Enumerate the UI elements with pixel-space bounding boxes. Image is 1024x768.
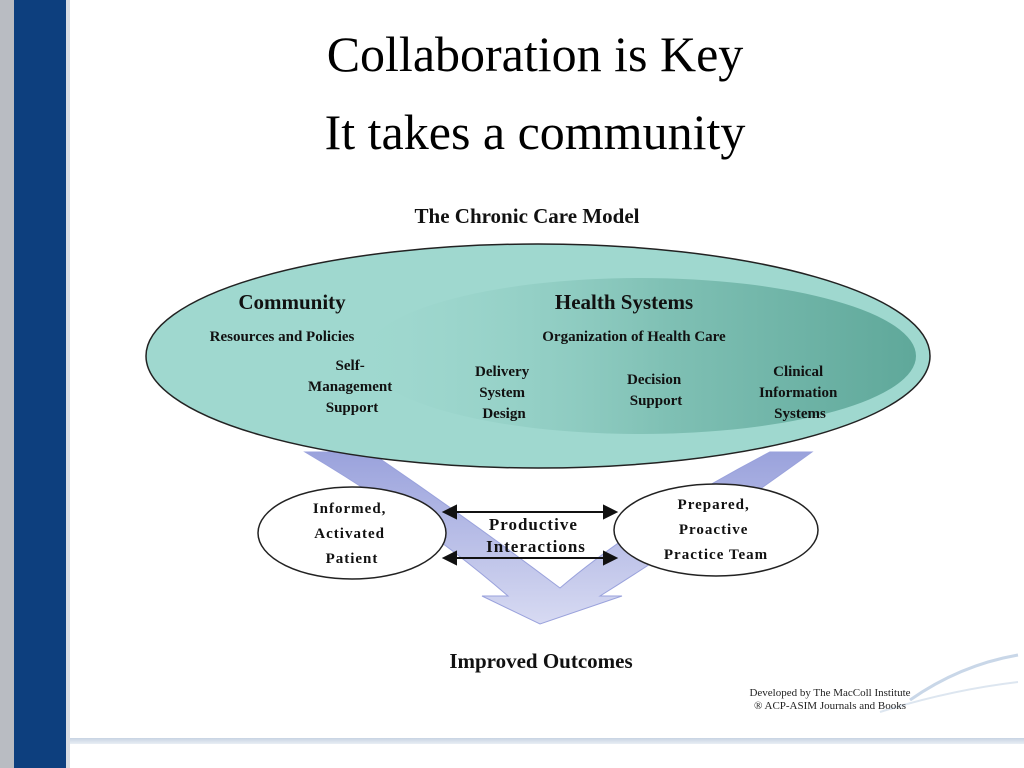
health-systems-subtitle: Organization of Health Care	[542, 329, 726, 345]
team-line: Proactive	[679, 522, 749, 538]
self-management-line: Support	[326, 400, 379, 416]
clinical-information-systems-label: Clinical Information Systems	[759, 364, 841, 422]
improved-outcomes-label: Improved Outcomes	[449, 649, 632, 673]
practice-team-label: Prepared, Proactive Practice Team	[664, 497, 768, 563]
clinical-line: Clinical	[773, 364, 823, 380]
delivery-system-design-label: Delivery System Design	[475, 364, 533, 422]
patient-line: Activated	[314, 526, 385, 542]
interaction-arrows	[441, 504, 619, 566]
decision-support-label: Decision Support	[627, 372, 685, 409]
decision-line: Decision	[627, 372, 682, 388]
sidebar-gray-strip	[0, 0, 14, 768]
community-subtitle: Resources and Policies	[210, 329, 355, 345]
interactions-line: Productive	[489, 515, 578, 534]
health-systems-title: Health Systems	[555, 290, 693, 314]
patient-line: Informed,	[313, 501, 387, 517]
decision-line: Support	[630, 393, 683, 409]
patient-oval	[257, 486, 447, 580]
sidebar-edge	[66, 0, 70, 768]
outcome-arrow	[303, 451, 814, 625]
bottom-rule	[70, 738, 1024, 744]
credit-line1: Developed by The MacColl Institute	[749, 687, 911, 699]
team-line: Prepared,	[678, 497, 750, 513]
credit-line2: ® ACP-ASIM Journals and Books	[754, 700, 906, 712]
slide-title-line2: It takes a community	[324, 104, 746, 160]
self-management-line: Self-	[336, 358, 365, 374]
decorative-swoosh	[879, 681, 1019, 713]
delivery-line: Design	[482, 406, 526, 422]
interactions-line: Interactions	[486, 537, 586, 556]
patient-line: Patient	[326, 551, 379, 567]
practice-team-oval	[613, 483, 819, 577]
team-line: Practice Team	[664, 547, 768, 563]
self-management-label: Self- Management Support	[308, 358, 396, 416]
sidebar-blue-bar	[14, 0, 66, 768]
delivery-line: Delivery	[475, 364, 530, 380]
diagram-heading: The Chronic Care Model	[415, 204, 640, 228]
slide-title-line1: Collaboration is Key	[326, 26, 744, 82]
patient-label: Informed, Activated Patient	[313, 501, 391, 567]
delivery-line: System	[479, 385, 525, 401]
clinical-line: Systems	[774, 406, 826, 422]
productive-interactions-label: Productive Interactions	[486, 515, 586, 556]
decorative-swoosh	[909, 653, 1019, 702]
health-systems-region	[364, 278, 916, 434]
clinical-line: Information	[759, 385, 838, 401]
self-management-line: Management	[308, 379, 392, 395]
community-title: Community	[238, 290, 346, 314]
